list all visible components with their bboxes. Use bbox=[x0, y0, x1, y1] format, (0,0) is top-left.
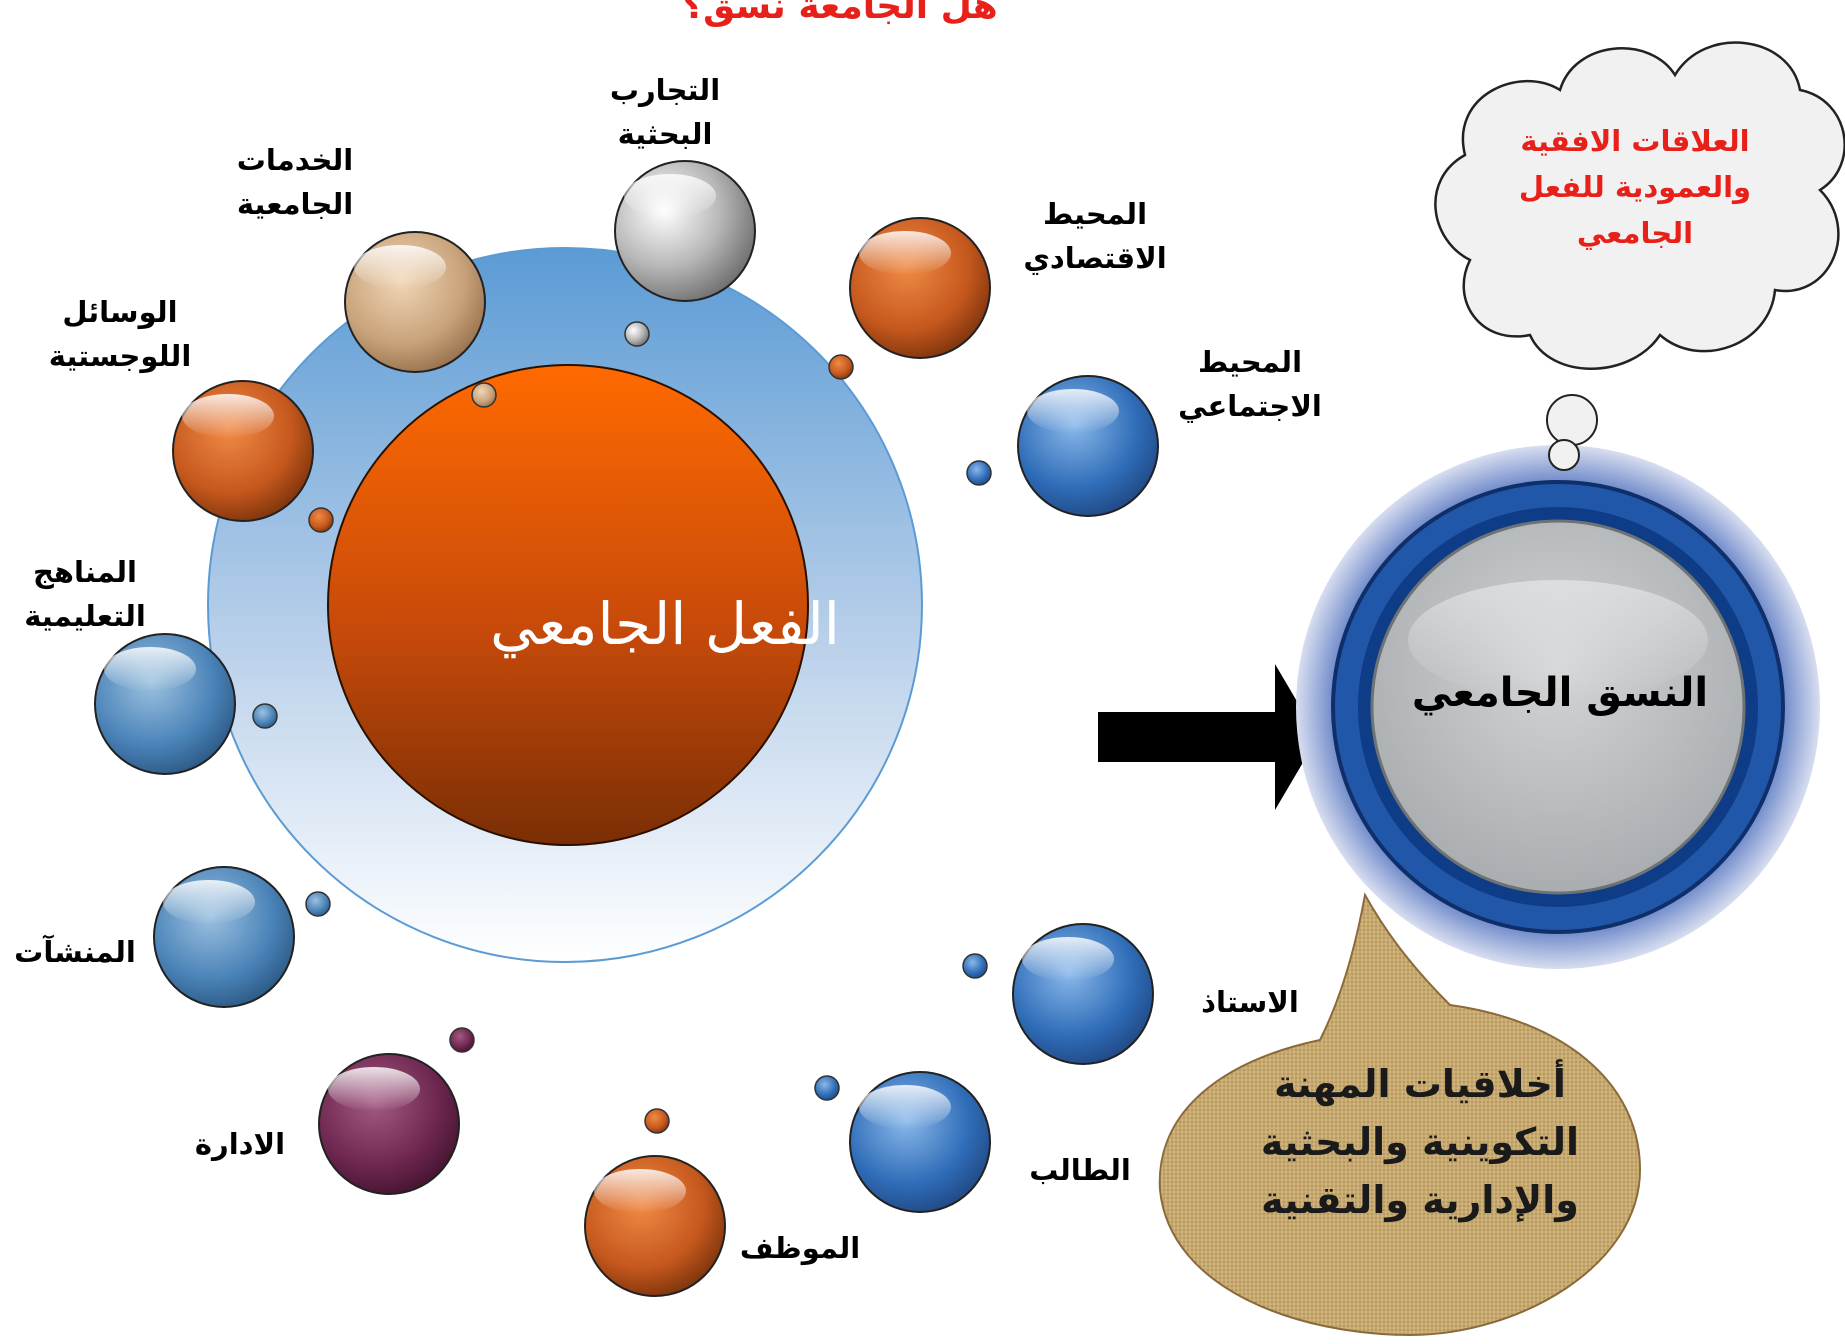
ball-social bbox=[1017, 375, 1159, 517]
ring-dot bbox=[305, 891, 331, 917]
label-facilities: المنشآت bbox=[0, 930, 150, 974]
label-line: المنشآت bbox=[14, 935, 136, 969]
label-line: الاقتصادي bbox=[1023, 241, 1167, 275]
label-line: الطالب bbox=[1029, 1153, 1131, 1187]
cloud-line: والعمودية للفعل bbox=[1518, 170, 1752, 204]
ethics-line: والإدارية والتقنية bbox=[1261, 1178, 1579, 1222]
label-research: التجارب البحثية bbox=[575, 68, 755, 156]
label-line: الخدمات bbox=[236, 143, 354, 177]
label-logistics: الوسائل اللوجستية bbox=[30, 290, 210, 378]
page-title: هل الجامعة نسق؟ bbox=[682, 0, 998, 27]
system-highlight bbox=[1408, 580, 1708, 700]
ring-dot bbox=[471, 382, 497, 408]
ring-dot bbox=[814, 1075, 840, 1101]
label-line: البحثية bbox=[617, 117, 713, 151]
ball-student bbox=[849, 1071, 991, 1213]
ethics-bubble bbox=[1158, 892, 1642, 1337]
ring-dot bbox=[828, 354, 854, 380]
ball-employee bbox=[584, 1155, 726, 1297]
ring-dot bbox=[966, 460, 992, 486]
ball-curricula bbox=[94, 633, 236, 775]
label-line: الموظف bbox=[739, 1231, 861, 1265]
cloud-line: العلاقات الافقية bbox=[1520, 124, 1750, 158]
ring-dot bbox=[449, 1027, 475, 1053]
ethics-line: أخلاقيات المهنة bbox=[1274, 1062, 1566, 1106]
ball-economic bbox=[849, 217, 991, 359]
center-circle bbox=[327, 364, 809, 846]
thought-cloud bbox=[1434, 41, 1845, 471]
label-student: الطالب bbox=[1015, 1148, 1145, 1192]
label-line: المحيط bbox=[1197, 345, 1303, 379]
label-line: التجارب bbox=[609, 73, 721, 107]
label-administration: الادارة bbox=[175, 1122, 305, 1166]
label-employee: الموظف bbox=[730, 1226, 870, 1270]
label-professor: الاستاذ bbox=[1180, 980, 1320, 1024]
cloud-text: العلاقات الافقية والعمودية للفعل الجامعي bbox=[1500, 118, 1770, 256]
ball-administration bbox=[318, 1053, 460, 1195]
label-line: المحيط bbox=[1042, 197, 1148, 231]
ring-dot bbox=[624, 321, 650, 347]
ball-logistics bbox=[172, 380, 314, 522]
ring-dot bbox=[962, 953, 988, 979]
label-line: اللوجستية bbox=[48, 339, 192, 373]
label-line: الجامعية bbox=[236, 187, 354, 221]
label-line: الوسائل bbox=[62, 295, 178, 329]
label-economic: المحيط الاقتصادي bbox=[1000, 192, 1190, 280]
ball-professor bbox=[1012, 923, 1154, 1065]
ring-dot bbox=[252, 703, 278, 729]
center-label: الفعل الجامعي bbox=[490, 590, 840, 658]
label-line: التعليمية bbox=[24, 599, 146, 633]
label-line: المناهج bbox=[32, 555, 137, 589]
cloud-line: الجامعي bbox=[1576, 216, 1694, 250]
label-line: الاجتماعي bbox=[1178, 389, 1322, 423]
ball-facilities bbox=[153, 866, 295, 1008]
label-curricula: المناهج التعليمية bbox=[10, 550, 160, 638]
ball-services bbox=[344, 231, 486, 373]
ring-dot bbox=[308, 507, 334, 533]
system-label: النسق الجامعي bbox=[1411, 670, 1709, 716]
arrow-right-icon bbox=[1098, 664, 1318, 810]
label-line: الادارة bbox=[194, 1127, 286, 1161]
ball-research bbox=[614, 160, 756, 302]
ethics-line: التكوينية والبحثية bbox=[1260, 1120, 1580, 1164]
label-social: المحيط الاجتماعي bbox=[1160, 340, 1340, 428]
ring-dot bbox=[644, 1108, 670, 1134]
ethics-text: أخلاقيات المهنة التكوينية والبحثية والإد… bbox=[1195, 1055, 1645, 1229]
label-line: الاستاذ bbox=[1201, 985, 1299, 1019]
label-services: الخدمات الجامعية bbox=[210, 138, 380, 226]
